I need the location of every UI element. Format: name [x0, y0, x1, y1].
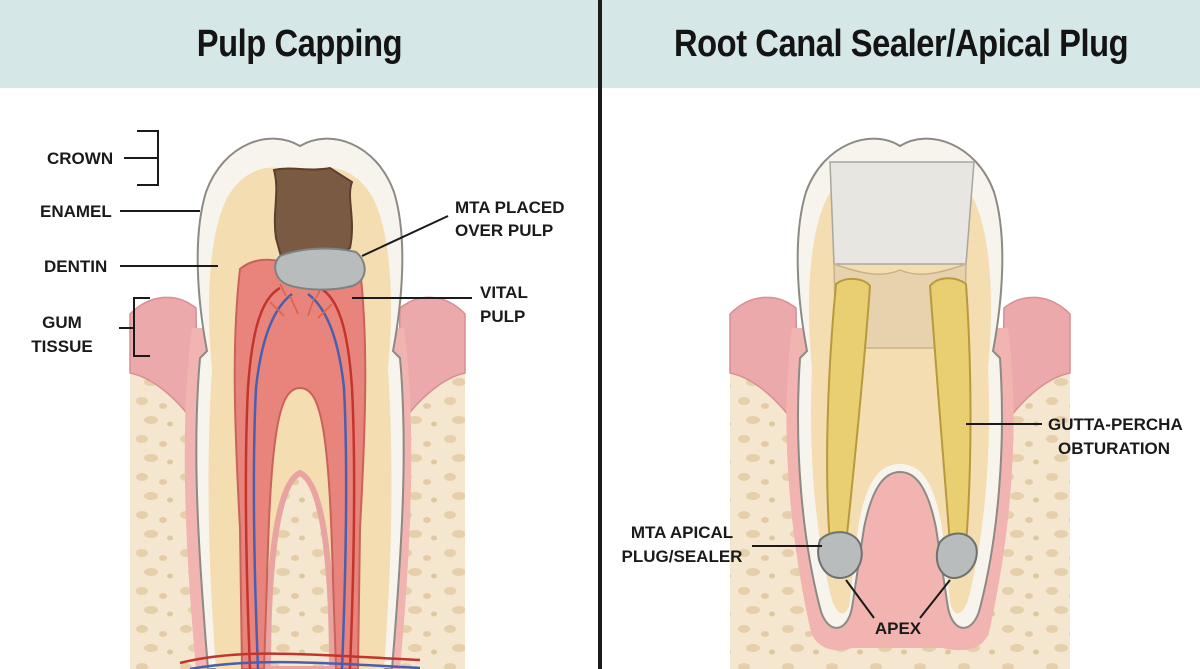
cavity-prep [272, 166, 354, 261]
apex-leader-left [845, 579, 875, 619]
pulp-label-line2: PULP [480, 307, 525, 326]
pulp-capping-title: Pulp Capping [196, 22, 402, 65]
artery-right [319, 286, 356, 669]
crown-label: CROWN [47, 149, 113, 168]
base-vessels-vein [189, 660, 421, 669]
pulp-capping-illustration: CROWN ENAMEL DENTIN GUM TISSUE MTA PLACE… [31, 130, 565, 669]
mta-apical-plug-right [935, 532, 978, 580]
pulp-capping-panel: Pulp Capping [0, 0, 598, 669]
apical-plug-header: Root Canal Sealer/Apical Plug [602, 0, 1200, 88]
vein-left [252, 293, 293, 669]
plug-label-line1: MTA APICAL [631, 523, 733, 542]
apical-plug-title: Root Canal Sealer/Apical Plug [673, 22, 1129, 65]
gum-bracket [119, 297, 150, 357]
access-cavity-core [829, 161, 975, 265]
base-vessels [179, 652, 421, 665]
right-leader-lines [752, 423, 1042, 619]
dentin-label: DENTIN [44, 257, 107, 276]
gp-label-line2: OBTURATION [1058, 439, 1170, 458]
mta-leader [361, 215, 449, 257]
left-leader-lines [119, 130, 472, 357]
gutta-percha-right [928, 277, 972, 545]
artery-left [244, 286, 281, 669]
gutta-percha-left [826, 278, 872, 545]
plug-label-line2: PLUG/SEALER [622, 547, 743, 566]
gp-label-line1: GUTTA-PERCHA [1048, 415, 1183, 434]
apical-plug-illustration: GUTTA-PERCHA OBTURATION MTA APICAL PLUG/… [622, 137, 1183, 669]
apical-plug-panel: Root Canal Sealer/Apical Plug [602, 0, 1200, 669]
gum-label-line1: GUM [42, 313, 82, 332]
vein-right [307, 293, 348, 669]
panel-divider [598, 0, 602, 669]
apex-label: APEX [875, 619, 922, 638]
inter-radicular-bone [264, 469, 336, 669]
mta-apical-plug-left [817, 531, 863, 580]
pulp-capping-header: Pulp Capping [0, 0, 598, 88]
mta-pulp-cap [274, 247, 366, 291]
enamel-label: ENAMEL [40, 202, 112, 221]
apex-leader-right [919, 579, 951, 619]
capillaries [269, 283, 333, 319]
mta-label-line2: OVER PULP [455, 221, 553, 240]
gum-label-line2: TISSUE [31, 337, 92, 356]
mta-label-line1: MTA PLACED [455, 198, 565, 217]
pulp-label-line1: VITAL [480, 283, 528, 302]
crown-bracket [124, 130, 159, 186]
